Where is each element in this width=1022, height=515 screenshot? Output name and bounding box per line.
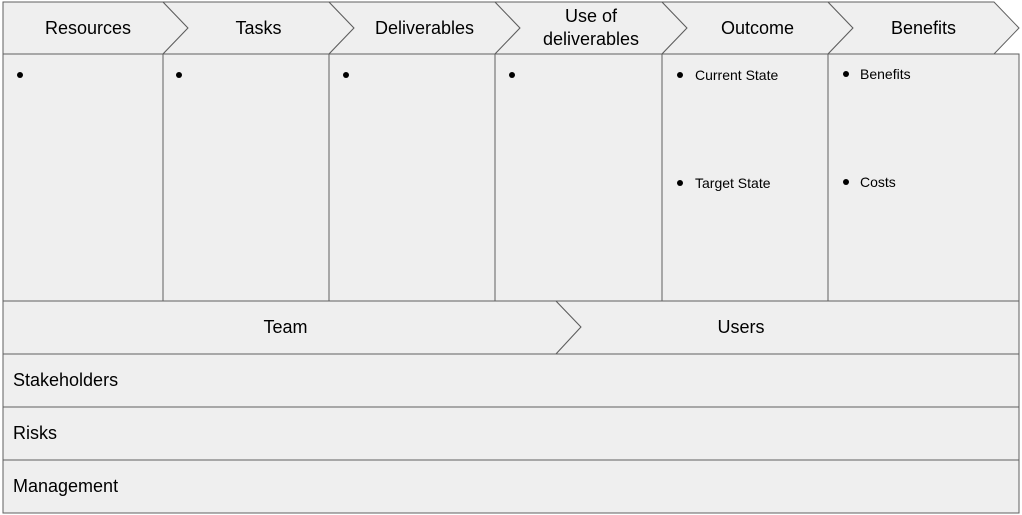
bullet-benefits-1 — [843, 71, 849, 77]
header-label-outcome: Outcome — [720, 17, 795, 38]
header-label-use-of-deliverables: Use of deliverables — [542, 6, 640, 49]
team-label: Team — [263, 317, 308, 337]
outcome-target-state: Target State — [695, 175, 771, 191]
benefits-costs: Costs — [860, 174, 896, 190]
bullet-resources — [17, 72, 23, 78]
column-outcome — [661, 53, 829, 302]
bullet-outcome-2 — [677, 180, 683, 186]
row-stakeholders — [2, 353, 1020, 408]
bullet-benefits-2 — [843, 179, 849, 185]
header-label-deliverables: Deliverables — [374, 17, 475, 38]
bullet-use-of-deliverables — [509, 72, 515, 78]
column-use-of-deliverables — [494, 53, 663, 302]
header-label-benefits: Benefits — [890, 17, 957, 38]
row-management — [2, 459, 1020, 514]
header-label-tasks: Tasks — [235, 17, 282, 38]
column-deliverables — [328, 53, 496, 302]
bullet-outcome-1 — [677, 72, 683, 78]
benefits-benefits: Benefits — [860, 66, 911, 82]
outcome-current-state: Current State — [695, 67, 779, 83]
users-label: Users — [717, 317, 765, 337]
column-benefits — [827, 53, 1020, 302]
stakeholders-label: Stakeholders — [13, 370, 119, 390]
header-label-resources: Resources — [44, 17, 132, 38]
management-label: Management — [13, 476, 119, 496]
bullet-tasks — [176, 72, 182, 78]
row-risks — [2, 406, 1020, 461]
risks-label: Risks — [13, 423, 57, 443]
column-resources — [2, 53, 164, 302]
column-tasks — [162, 53, 330, 302]
bullet-deliverables — [343, 72, 349, 78]
